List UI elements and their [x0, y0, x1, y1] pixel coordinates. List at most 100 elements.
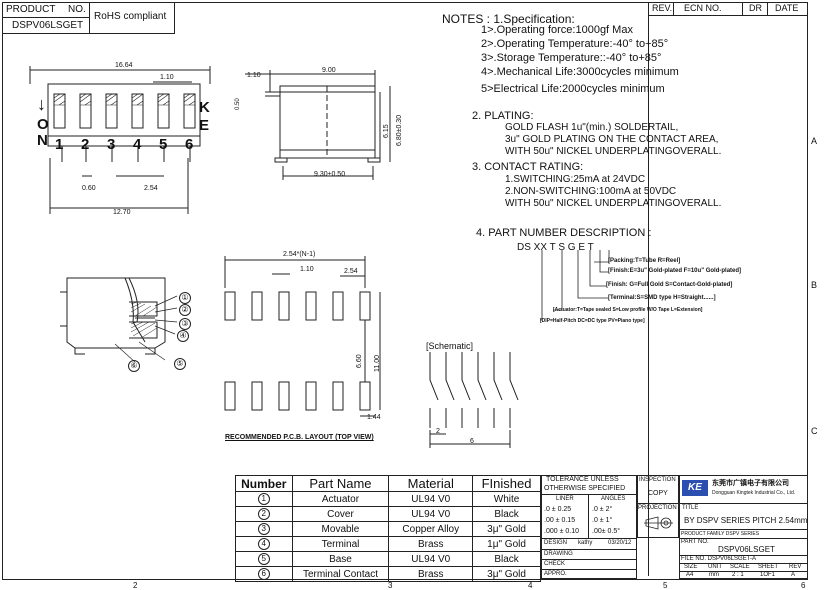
inspection-block	[637, 475, 679, 538]
schematic-drawing	[429, 352, 519, 448]
col-marker-3: 3	[388, 581, 393, 590]
finish: 1μ" Gold	[472, 536, 541, 552]
row-marker-a: A	[811, 136, 818, 146]
size-label: SIZE	[684, 564, 698, 570]
check-divider	[541, 559, 637, 560]
tolerance-title-1: TOLERANCE UNLESS	[546, 476, 619, 483]
plating-heading: 2. PLATING:	[472, 110, 534, 122]
callout-5: ⑤	[174, 358, 186, 370]
callout-2: ②	[179, 304, 191, 316]
part-desc-finish-1: [Finish:E=3u" Gold-plated F=10u" Gold-pl…	[608, 268, 742, 274]
dim-lead-span: 12.70	[113, 209, 131, 216]
dim-pcb-pitch: 2.54	[344, 268, 358, 275]
front-view-drawing	[29, 66, 211, 214]
fileno-divider	[679, 555, 808, 556]
contact-heading: 3. CONTACT RATING:	[472, 161, 584, 173]
switch-number-6: 6	[185, 136, 194, 153]
inspection-label: INSPECTION	[639, 477, 676, 483]
material: UL94 V0	[388, 506, 474, 522]
tolerance-angle-2: .0 ± 1°	[592, 517, 613, 524]
off-label-e: E	[199, 117, 210, 134]
drawing-divider	[541, 549, 637, 550]
switch-number-3: 3	[107, 136, 116, 153]
col-marker-4: 4	[528, 581, 533, 590]
tolerance-liner-1: .0 ± 0.25	[544, 506, 572, 513]
parts-table: Number Part Name Material FInished 1 Act…	[235, 475, 541, 582]
size-divider	[679, 563, 808, 564]
pcb-layout-caption: RECOMMENDED P.C.B. LAYOUT (TOP VIEW)	[225, 434, 374, 441]
sheet-label: SHEET	[758, 564, 779, 570]
title-divider	[679, 503, 808, 504]
spec-line-4: 4>.Mechanical Life:3000cycles minimum	[481, 66, 679, 78]
design-label: DESIGN	[544, 540, 568, 546]
row-number-cell: 4	[235, 536, 293, 552]
appro-divider	[541, 569, 637, 570]
table-row: 5 Base UL94 V0 Black	[235, 551, 541, 567]
contact-line-2: 2.NON-SWITCHING:100mA at 50VDC	[505, 186, 677, 197]
callout-6: ⑥	[128, 360, 140, 372]
company-logo: KE	[682, 480, 708, 496]
dim-pcb-outer: 11.00	[374, 355, 381, 372]
part-desc-finish-2: [Finish: G=Full Gold S=Contact-Gold-plat…	[606, 282, 733, 288]
header-material: Material	[388, 475, 474, 492]
product-family: PRODUCT FAMILY DSPV SERIES	[681, 531, 760, 537]
plating-line-3: WITH 50u" NICKEL UNDERPLATINGOVERALL.	[505, 146, 722, 157]
table-row: 4 Terminal Brass 1μ" Gold	[235, 536, 541, 552]
company-block	[679, 475, 808, 579]
plating-line-2: 3u" GOLD PLATING ON THE CONTACT AREA,	[505, 134, 719, 145]
dr-cell	[742, 2, 768, 16]
designer-name: kathy	[578, 540, 593, 546]
part-desc-type: [DIP=Half-Pitch DC=DC type PV=Piano type…	[540, 318, 645, 324]
part-no-label: PART NO.	[681, 539, 709, 545]
dim-pcb-span: 2.54*(N-1)	[283, 251, 316, 258]
material: Brass	[388, 566, 474, 582]
part-desc-packing: [Packing:T=Tube R=Reel]	[608, 258, 681, 264]
spec-line-3: 3>.Storage Temperature::-40° to+85°	[481, 52, 662, 64]
finish: 3μ" Gold	[472, 521, 541, 537]
part-name: Terminal Contact	[291, 566, 390, 582]
dim-side-total-height: 6.80±0.30	[396, 114, 403, 146]
no-label: NO.	[68, 4, 86, 15]
design-divider	[541, 538, 637, 539]
row-number: 1	[257, 493, 270, 505]
drawing-title: BY DSPV SERIES PITCH 2.54mm	[684, 516, 808, 525]
callout-4: ④	[177, 330, 189, 342]
unit-value: mm	[709, 572, 719, 578]
tolerance-column-line	[588, 494, 589, 538]
dim-total-width: 16.64	[115, 62, 133, 69]
row-number-cell: 5	[235, 551, 293, 567]
angles-label: ANGLES	[601, 496, 626, 502]
part-desc-terminal: [Terminal:S=SMD type H=Straight......]	[608, 295, 716, 301]
revision-column-line	[648, 16, 650, 576]
dim-side-small-height: 0.50	[235, 98, 241, 110]
partno-divider	[679, 538, 808, 539]
finish: White	[472, 491, 541, 507]
tolerance-liner-3: .000 ± 0.10	[544, 528, 579, 535]
callout-1: ①	[179, 292, 191, 304]
col-marker-6: 6	[801, 581, 806, 590]
product-label: PRODUCT	[6, 4, 56, 15]
part-name: Movable	[291, 521, 390, 537]
tolerance-title-2: OTHERWISE SPECIFIED	[544, 485, 626, 492]
dim-pcb-pad: 1.10	[300, 266, 314, 273]
row-number-cell: 3	[235, 521, 293, 537]
tolerance-block	[541, 475, 637, 579]
date-label: DATE	[775, 3, 799, 13]
dim-actuator-pitch: 1.10	[160, 74, 174, 81]
part-desc-actuator: [Actuator:T=Tape sealed S=Low profile W/…	[553, 307, 703, 313]
part-number-code: DS XX T S G E T	[517, 242, 594, 253]
row-marker-b: B	[811, 280, 818, 290]
on-arrow-icon: ↓	[37, 94, 46, 114]
row-number-cell: 2	[235, 506, 293, 522]
product-number: DSPV06LSGET	[12, 20, 84, 31]
side-view-drawing	[245, 70, 391, 180]
drawing-label: DRAWING	[544, 551, 573, 557]
callout-3: ③	[179, 318, 191, 330]
dim-schematic-small: 2	[436, 428, 440, 435]
pcb-layout-drawing	[224, 256, 381, 417]
section-view-drawing	[60, 277, 178, 363]
file-no: FILE NO. DSPV06LSGET-A	[681, 556, 757, 562]
col-marker-2: 2	[133, 581, 138, 590]
projection-divider	[637, 503, 679, 504]
